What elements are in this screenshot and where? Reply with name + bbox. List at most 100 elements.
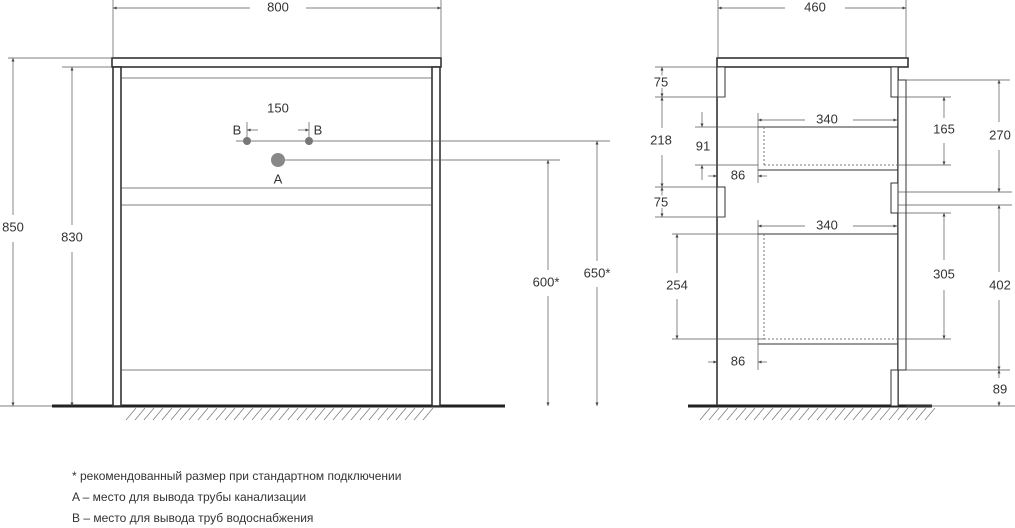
- dim-right-89: 89: [993, 381, 1007, 396]
- hatch-stroke: [305, 407, 317, 421]
- hatch-stroke: [404, 407, 416, 421]
- hatch-stroke: [341, 407, 353, 421]
- countertop: [716, 57, 909, 68]
- hatch-stroke: [744, 407, 756, 421]
- hatch-stroke: [161, 407, 173, 421]
- label-b-left: B: [233, 122, 242, 137]
- water-pipe-b-left: [243, 137, 251, 145]
- hatch-stroke: [215, 407, 227, 421]
- hatch-stroke: [179, 407, 191, 421]
- dim-depth: 460: [804, 0, 826, 14]
- hatch-stroke: [852, 407, 864, 421]
- lower-drawer: [757, 220, 898, 370]
- hatch-stroke: [816, 407, 828, 421]
- hatch-stroke: [125, 407, 137, 421]
- hatch-stroke: [350, 407, 362, 421]
- dim-upper-gap: 218: [650, 132, 672, 147]
- footnote-b: B – место для вывода труб водоснабжения: [72, 511, 314, 525]
- hatch-stroke: [170, 407, 182, 421]
- hatch-stroke: [753, 407, 765, 421]
- hatch-stroke: [197, 407, 209, 421]
- label-a: A: [274, 171, 283, 186]
- hatch-stroke: [807, 407, 819, 421]
- footnote-recommended: * рекомендованный размер при стандартном…: [72, 469, 402, 483]
- hatch-stroke: [888, 407, 900, 421]
- hatch-stroke: [798, 407, 810, 421]
- dim-right-270: 270: [989, 127, 1011, 142]
- countertop: [111, 57, 442, 68]
- hatch-stroke: [206, 407, 218, 421]
- hatch-stroke: [134, 407, 146, 421]
- dim-width: 800: [267, 0, 289, 14]
- hatch-stroke: [368, 407, 380, 421]
- hatch-stroke: [278, 407, 290, 421]
- dim-right-305: 305: [933, 266, 955, 281]
- hatch-stroke: [870, 407, 882, 421]
- hatch-stroke: [825, 407, 837, 421]
- dim-drawer2-depth: 340: [816, 217, 838, 232]
- dim-height-body: 830: [61, 229, 83, 244]
- dim-drawer2-offset: 86: [731, 353, 745, 368]
- drain-pipe-a: [271, 153, 285, 167]
- hatch-stroke: [224, 407, 236, 421]
- hatch-stroke: [879, 407, 891, 421]
- hatch-stroke: [296, 407, 308, 421]
- hatch-stroke: [897, 407, 909, 421]
- dim-top-rail: 75: [654, 74, 668, 89]
- side-view: 460 75 218 75 91 86 254 86 340 340 165 2…: [650, 0, 1015, 421]
- upper-drawer: [757, 113, 898, 183]
- dim-pipe-spacing: 150: [267, 100, 289, 115]
- dim-height-total: 850: [2, 219, 24, 234]
- hatch-stroke: [143, 407, 155, 421]
- hatch-stroke: [386, 407, 398, 421]
- label-b-right: B: [314, 122, 323, 137]
- dim-drawer1-depth: 340: [816, 111, 838, 126]
- dim-height-b: 650*: [584, 265, 611, 280]
- hatch-stroke: [242, 407, 254, 421]
- hatch-stroke: [699, 407, 711, 421]
- hatch-stroke: [771, 407, 783, 421]
- hatch-stroke: [323, 407, 335, 421]
- hatch-stroke: [188, 407, 200, 421]
- floor-hatching: [699, 407, 936, 421]
- hatch-stroke: [152, 407, 164, 421]
- right-leg: [431, 66, 441, 407]
- hatch-stroke: [395, 407, 407, 421]
- hatch-stroke: [708, 407, 720, 421]
- hatch-stroke: [834, 407, 846, 421]
- front-view: 800 850 830 150 B B A 600* 650*: [0, 0, 611, 421]
- back-panel: [897, 79, 907, 371]
- hatch-stroke: [789, 407, 801, 421]
- hatch-stroke: [726, 407, 738, 421]
- hatch-stroke: [287, 407, 299, 421]
- dim-mid-rail: 75: [654, 194, 668, 209]
- hatch-stroke: [314, 407, 326, 421]
- hatch-stroke: [332, 407, 344, 421]
- left-leg: [112, 66, 122, 407]
- hatch-stroke: [906, 407, 918, 421]
- dim-drawer2-height: 254: [666, 277, 688, 292]
- hatch-stroke: [915, 407, 927, 421]
- dim-right-402: 402: [989, 277, 1011, 292]
- dim-right-165: 165: [933, 121, 955, 136]
- dim-height-a: 600*: [533, 274, 560, 289]
- hatch-stroke: [924, 407, 936, 421]
- hatch-stroke: [359, 407, 371, 421]
- hatch-stroke: [413, 407, 425, 421]
- dim-drawer1-offset: 86: [731, 167, 745, 182]
- hatch-stroke: [843, 407, 855, 421]
- hatch-stroke: [735, 407, 747, 421]
- hatch-stroke: [780, 407, 792, 421]
- hatch-stroke: [377, 407, 389, 421]
- hatch-stroke: [260, 407, 272, 421]
- dim-drawer1-height: 91: [696, 138, 710, 153]
- floor-hatching: [125, 407, 434, 421]
- hatch-stroke: [422, 407, 434, 421]
- hatch-stroke: [717, 407, 729, 421]
- hatch-stroke: [861, 407, 873, 421]
- hatch-stroke: [251, 407, 263, 421]
- hatch-stroke: [762, 407, 774, 421]
- water-pipe-b-right: [305, 137, 313, 145]
